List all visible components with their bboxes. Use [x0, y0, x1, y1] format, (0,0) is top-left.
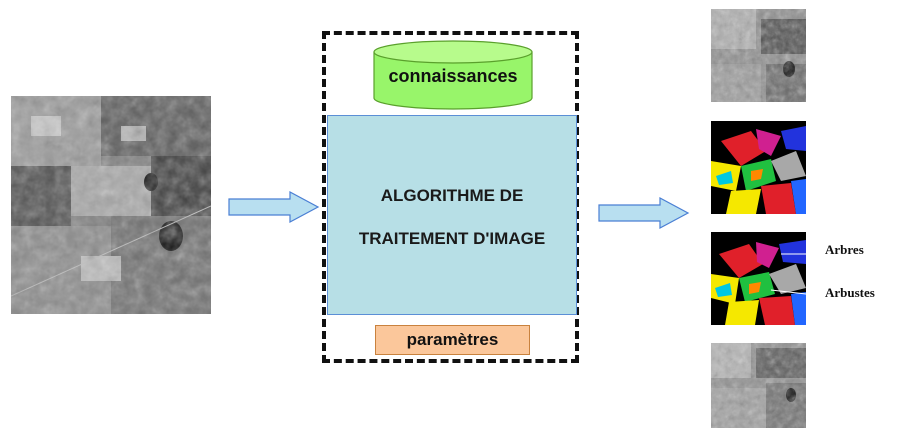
knowledge-database-cylinder	[373, 40, 533, 112]
output-image-classification-2	[711, 232, 806, 325]
output-image-grayscale-2	[711, 343, 806, 428]
label-arbres: Arbres	[825, 242, 864, 257]
parameters-label: paramètres	[406, 330, 499, 349]
output-image-grayscale-1	[711, 9, 806, 102]
parameters-box	[375, 325, 530, 355]
algorithm-label-line2: TRAITEMENT D'IMAGE	[358, 229, 546, 248]
input-arrow	[228, 191, 320, 223]
output-image-classification-1	[711, 121, 806, 214]
algorithm-box	[327, 115, 577, 315]
system-boundary	[322, 31, 579, 363]
input-satellite-image	[11, 96, 211, 314]
knowledge-label: connaissances	[388, 66, 518, 86]
algorithm-label-line1: ALGORITHME DE	[380, 186, 524, 205]
output-arrow	[598, 197, 690, 229]
label-arbustes: Arbustes	[825, 285, 875, 300]
